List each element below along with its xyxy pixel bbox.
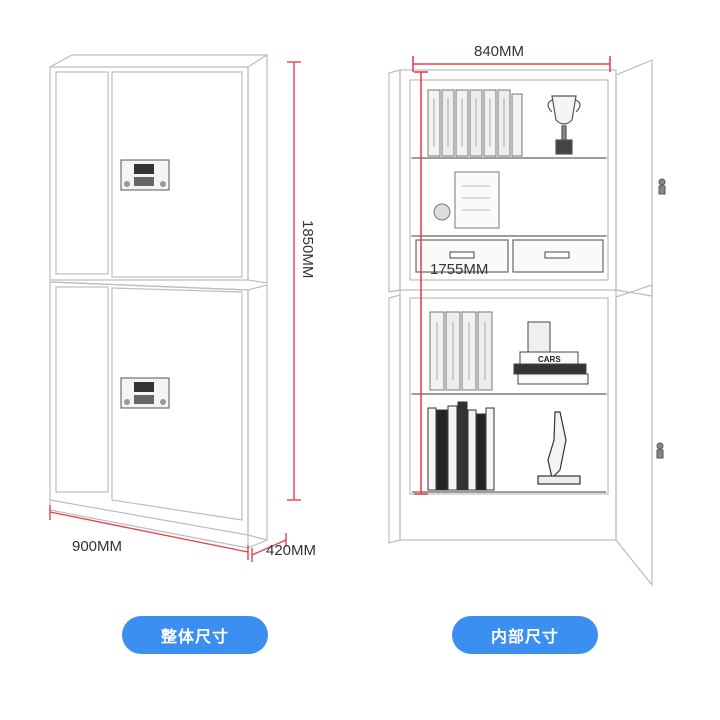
- drawer-right: [512, 239, 604, 273]
- decor-box-text: CARS: [538, 355, 561, 364]
- depth-dimension-line: [251, 533, 287, 562]
- upper-left-open-door: [388, 69, 401, 293]
- lower-right-door: [111, 287, 243, 521]
- keypad-lock-lower: [120, 377, 170, 409]
- internal-width-label: 840MM: [474, 43, 524, 60]
- internal-width-dimension: [412, 56, 611, 72]
- lower-right-open-door: [615, 284, 653, 587]
- keypad-lock-upper: [120, 159, 170, 191]
- overall-size-button[interactable]: 整体尺寸: [122, 616, 268, 654]
- binders-lower: [429, 311, 493, 391]
- door-locks: [656, 178, 666, 459]
- trophy-icon: [547, 95, 581, 155]
- height-dimension-line: [287, 61, 301, 501]
- upper-cabinet-side: [247, 53, 268, 284]
- upper-left-door: [55, 71, 109, 275]
- closed-cabinet: [49, 53, 268, 549]
- internal-size-button[interactable]: 内部尺寸: [452, 616, 598, 654]
- sculpture-icon: [537, 411, 581, 485]
- lower-cabinet-side: [247, 284, 268, 541]
- upper-right-door: [111, 71, 243, 278]
- shelves: [412, 157, 606, 493]
- width-dimension-line: [49, 505, 249, 560]
- lower-left-open-door: [388, 294, 401, 544]
- drawer-left: [415, 239, 509, 273]
- books-bottom: [427, 401, 495, 491]
- overall-width-label: 900MM: [72, 538, 122, 555]
- internal-height-label: 1755MM: [430, 261, 488, 278]
- overall-height-label: 1850MM: [299, 220, 316, 278]
- lower-left-door: [55, 286, 109, 493]
- upper-right-open-door: [615, 59, 653, 297]
- photo-frame: [433, 171, 500, 229]
- internal-height-dimension: [414, 71, 428, 495]
- stacked-books: [513, 321, 589, 385]
- binders-upper: [427, 89, 523, 157]
- overall-depth-label: 420MM: [266, 542, 316, 559]
